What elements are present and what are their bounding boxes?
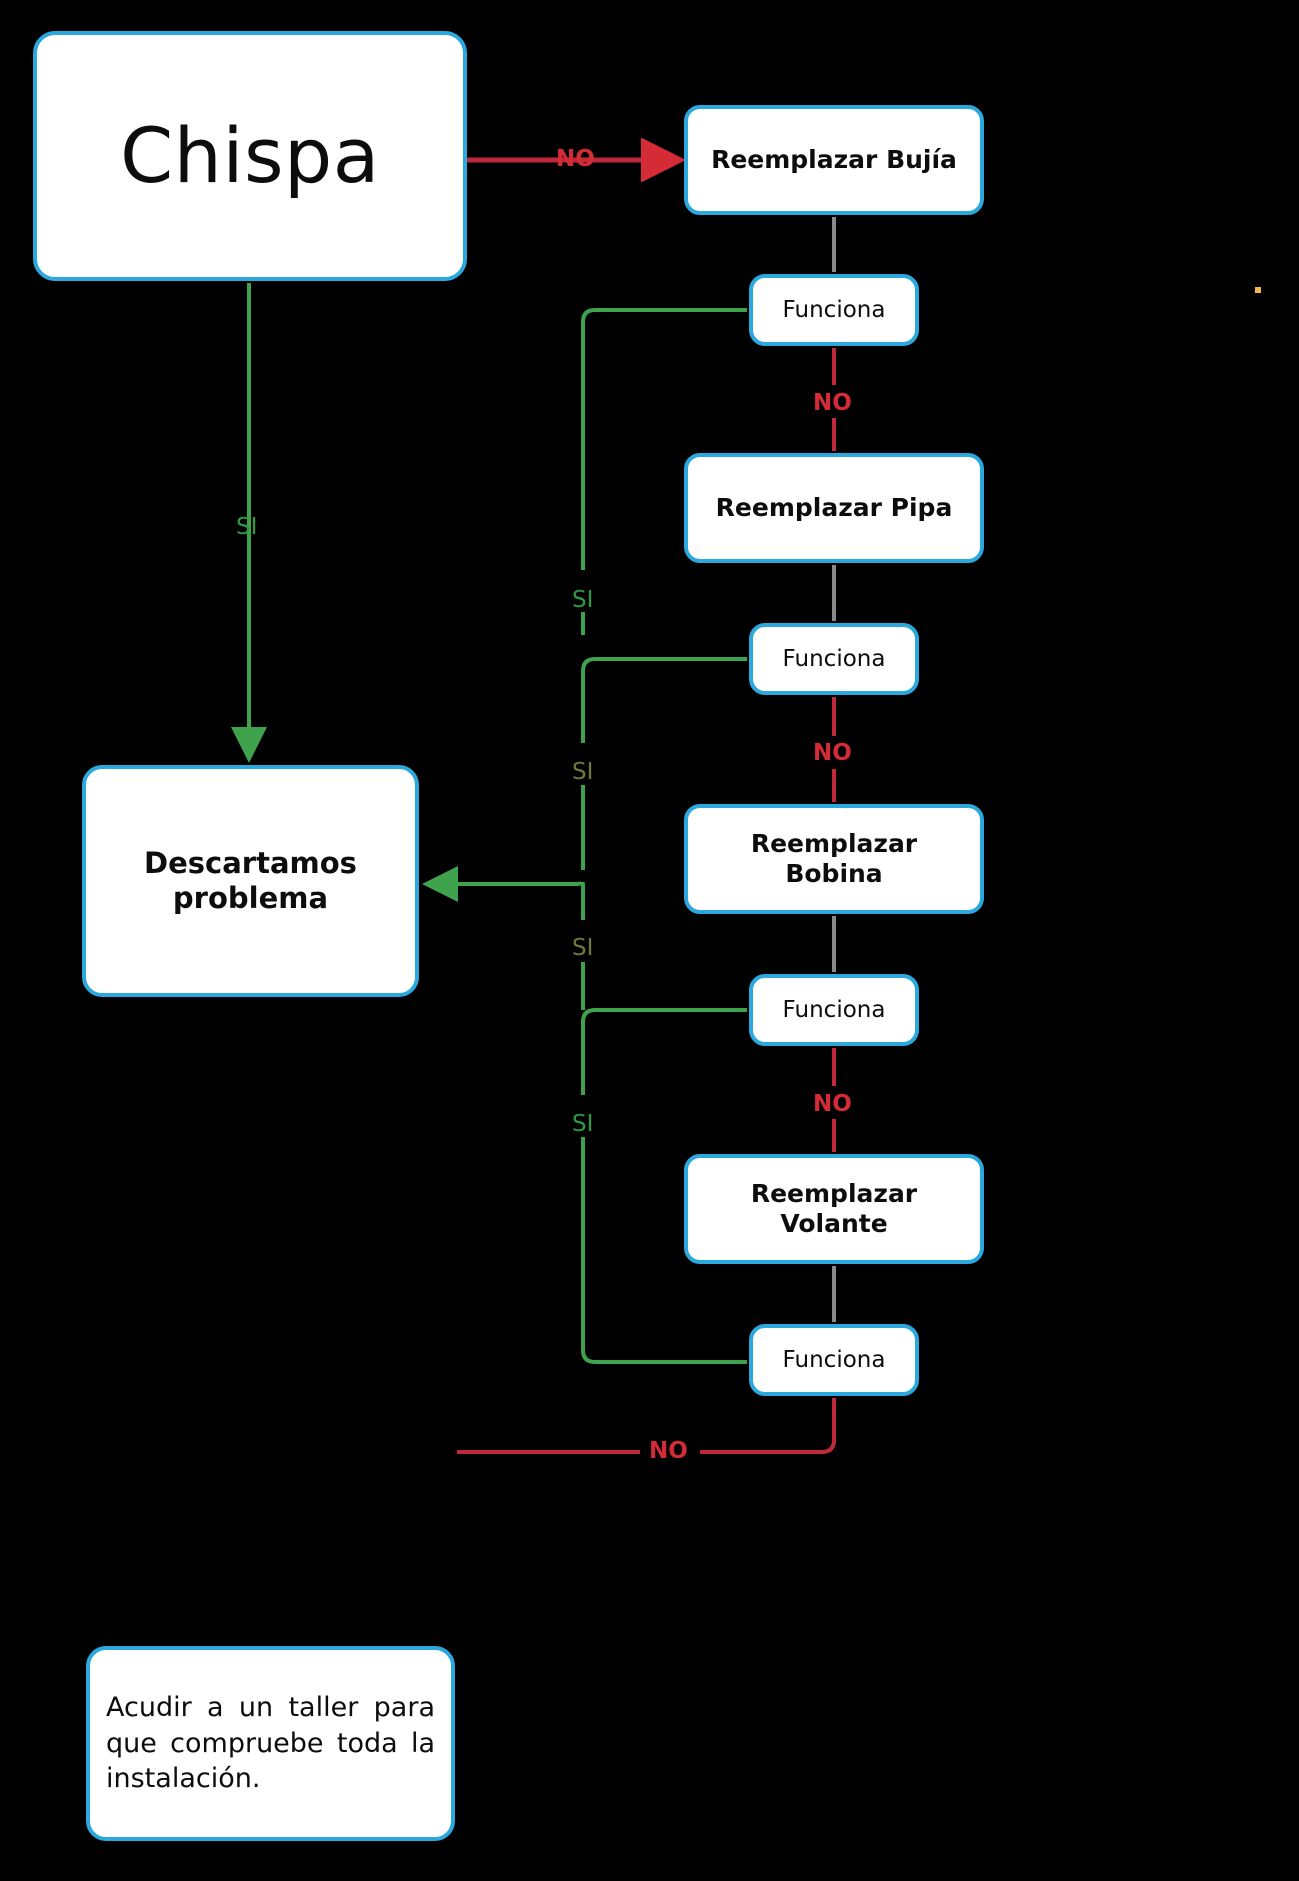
node-funciona-4[interactable]: Funciona bbox=[749, 1324, 919, 1396]
edge-funciona1-si bbox=[581, 308, 747, 570]
edge-label-funciona4-no: NO bbox=[649, 1438, 688, 1464]
node-funciona-2-label: Funciona bbox=[782, 645, 886, 672]
node-funciona-3[interactable]: Funciona bbox=[749, 974, 919, 1046]
node-acudir-taller-label: Acudir a un taller para que compruebe to… bbox=[106, 1691, 435, 1795]
node-reemplazar-bobina[interactable]: Reemplazar Bobina bbox=[684, 804, 984, 914]
node-reemplazar-bobina-label: Reemplazar Bobina bbox=[750, 828, 918, 889]
edge-funciona3-si bbox=[581, 1008, 747, 1095]
node-acudir-taller[interactable]: Acudir a un taller para que compruebe to… bbox=[86, 1646, 455, 1841]
edge-label-funciona3-si: SI bbox=[572, 935, 594, 961]
node-funciona-1[interactable]: Funciona bbox=[749, 274, 919, 346]
node-reemplazar-pipa[interactable]: Reemplazar Pipa bbox=[684, 453, 984, 563]
node-reemplazar-volante-label: Reemplazar Volante bbox=[750, 1178, 918, 1239]
node-funciona-3-label: Funciona bbox=[782, 996, 886, 1023]
edge-funciona4-no bbox=[700, 1398, 836, 1454]
node-chispa[interactable]: Chispa bbox=[33, 31, 467, 281]
edge-funciona4-si bbox=[581, 1349, 747, 1364]
edge-label-funciona3-no: NO bbox=[813, 1091, 852, 1117]
node-reemplazar-volante[interactable]: Reemplazar Volante bbox=[684, 1154, 984, 1264]
node-funciona-1-label: Funciona bbox=[782, 296, 886, 323]
edge-funciona2-si bbox=[581, 657, 747, 743]
edge-label-chispa-no: NO bbox=[556, 146, 595, 172]
accent-dot bbox=[1255, 287, 1261, 293]
node-reemplazar-bujia-label: Reemplazar Bujía bbox=[711, 144, 957, 174]
edge-label-funciona1-si: SI bbox=[572, 587, 594, 613]
node-descartamos-problema-label: Descartamos problema bbox=[144, 845, 357, 915]
edge-label-funciona4-si: SI bbox=[572, 1111, 594, 1137]
node-funciona-4-label: Funciona bbox=[782, 1346, 886, 1373]
edge-label-chispa-si: SI bbox=[236, 514, 258, 540]
node-chispa-label: Chispa bbox=[120, 110, 380, 200]
node-funciona-2[interactable]: Funciona bbox=[749, 623, 919, 695]
edge-label-funciona1-no: NO bbox=[813, 390, 852, 416]
edge-merge-to-descartamos bbox=[422, 866, 585, 902]
edge-label-funciona2-si: SI bbox=[572, 759, 594, 785]
node-descartamos-problema[interactable]: Descartamos problema bbox=[82, 765, 419, 997]
edge-label-funciona2-no: NO bbox=[813, 740, 852, 766]
node-reemplazar-pipa-label: Reemplazar Pipa bbox=[715, 492, 953, 522]
node-reemplazar-bujia[interactable]: Reemplazar Bujía bbox=[684, 105, 984, 215]
